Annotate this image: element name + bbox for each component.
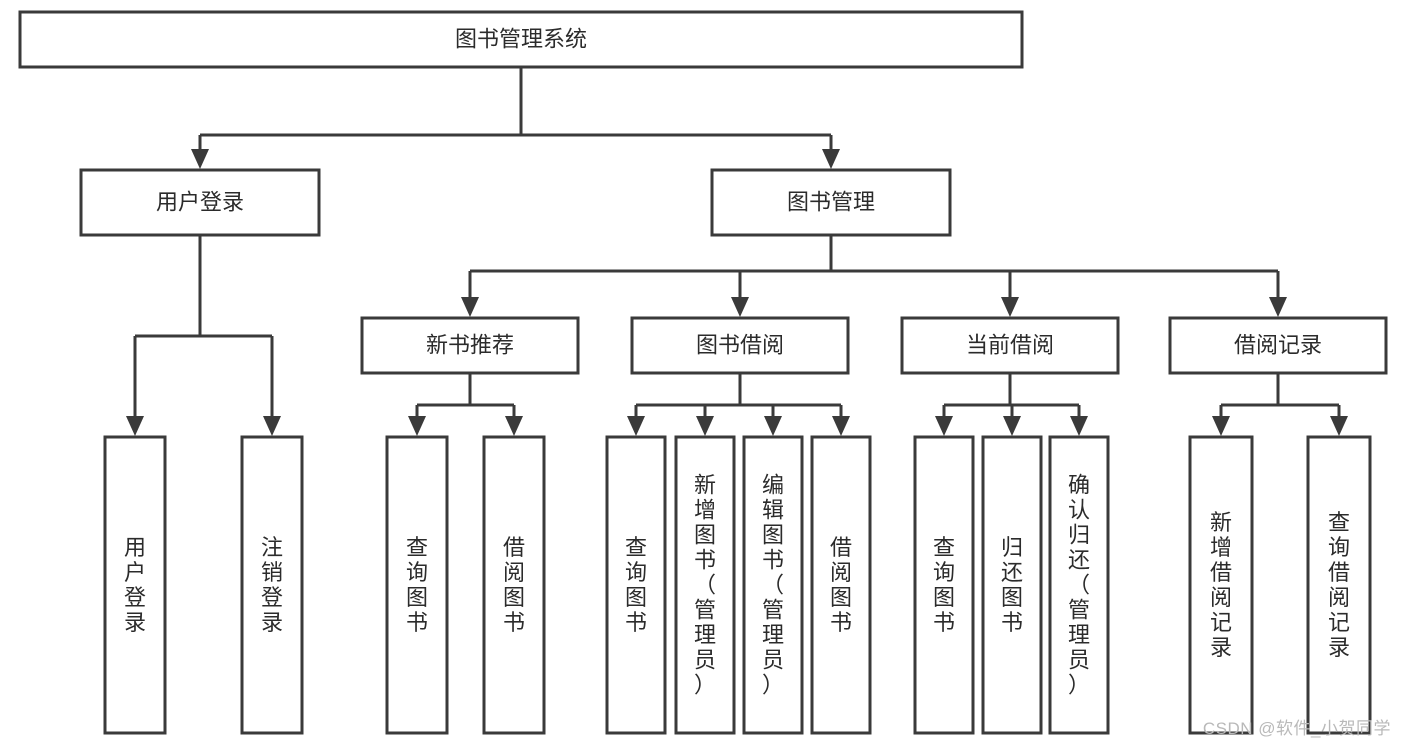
node-leaf_10[interactable]: 确认归还（管理员） [1048, 435, 1110, 735]
node-label: 查询图书 [933, 535, 955, 635]
arrow-head-icon [1001, 297, 1019, 317]
arrow-head-icon [191, 149, 209, 169]
arrow-head-icon [627, 416, 645, 436]
node-leaf_9[interactable]: 归还图书 [981, 435, 1043, 735]
connector-group [461, 235, 1287, 317]
node-label: 查询图书 [406, 535, 428, 635]
node-box[interactable] [710, 168, 952, 237]
node-box[interactable] [810, 435, 872, 735]
node-leaf_0[interactable]: 用户登录 [103, 435, 167, 735]
arrow-head-icon [1269, 297, 1287, 317]
node-box[interactable] [79, 168, 321, 237]
connector-layer [126, 67, 1348, 436]
node-l2_1[interactable]: 图书借阅 [630, 316, 850, 375]
node-label: 新增借阅记录 [1210, 510, 1232, 660]
node-label: 查询借阅记录 [1328, 510, 1350, 660]
node-label: 用户登录 [124, 535, 146, 635]
arrow-head-icon [696, 416, 714, 436]
node-leaf_11[interactable]: 新增借阅记录 [1188, 435, 1254, 735]
arrow-head-icon [935, 416, 953, 436]
node-box[interactable] [18, 10, 1024, 69]
node-leaf_7[interactable]: 借阅图书 [810, 435, 872, 735]
arrow-head-icon [1330, 416, 1348, 436]
node-label: 新增图书（管理员） [694, 473, 716, 698]
node-l2_0[interactable]: 新书推荐 [360, 316, 580, 375]
node-label: 图书管理系统 [455, 26, 587, 51]
node-label: 编辑图书（管理员） [762, 473, 784, 698]
arrow-head-icon [764, 416, 782, 436]
connector-group [191, 67, 840, 169]
connector-group [408, 373, 523, 436]
node-label: 确认归还（管理员） [1068, 473, 1090, 698]
node-label: 图书借阅 [696, 332, 784, 357]
node-label: 当前借阅 [966, 332, 1054, 357]
connector-group [1212, 373, 1348, 436]
node-box[interactable] [913, 435, 975, 735]
node-box[interactable] [385, 435, 449, 735]
node-box[interactable] [1048, 435, 1110, 735]
node-leaf_3[interactable]: 借阅图书 [482, 435, 546, 735]
arrow-head-icon [832, 416, 850, 436]
arrow-head-icon [822, 149, 840, 169]
node-box[interactable] [103, 435, 167, 735]
node-leaf_12[interactable]: 查询借阅记录 [1306, 435, 1372, 735]
watermark-text: CSDN @软件_小贺同学 [1202, 719, 1391, 738]
node-leaf_4[interactable]: 查询图书 [605, 435, 667, 735]
node-leaf_1[interactable]: 注销登录 [240, 435, 304, 735]
connector-group [627, 373, 850, 436]
node-l2_2[interactable]: 当前借阅 [900, 316, 1120, 375]
node-l1_1[interactable]: 图书管理 [710, 168, 952, 237]
node-box[interactable] [981, 435, 1043, 735]
node-label: 借阅图书 [830, 535, 852, 635]
node-leaf_8[interactable]: 查询图书 [913, 435, 975, 735]
node-box[interactable] [1188, 435, 1254, 735]
node-leaf_5[interactable]: 新增图书（管理员） [674, 435, 736, 735]
arrow-head-icon [731, 297, 749, 317]
node-box[interactable] [240, 435, 304, 735]
arrow-head-icon [461, 297, 479, 317]
node-box[interactable] [1306, 435, 1372, 735]
node-root[interactable]: 图书管理系统 [18, 10, 1024, 69]
arrow-head-icon [505, 416, 523, 436]
arrow-head-icon [263, 416, 281, 436]
arrow-head-icon [1212, 416, 1230, 436]
node-box[interactable] [1168, 316, 1388, 375]
connector-group [935, 373, 1088, 436]
node-label: 新书推荐 [426, 332, 514, 357]
node-label: 查询图书 [625, 535, 647, 635]
node-layer: 图书管理系统用户登录图书管理新书推荐图书借阅当前借阅借阅记录用户登录注销登录查询… [18, 10, 1388, 735]
arrow-head-icon [408, 416, 426, 436]
node-box[interactable] [360, 316, 580, 375]
arrow-head-icon [1070, 416, 1088, 436]
node-label: 归还图书 [1001, 535, 1023, 635]
node-label: 借阅图书 [503, 535, 525, 635]
node-box[interactable] [900, 316, 1120, 375]
node-box[interactable] [674, 435, 736, 735]
node-label: 注销登录 [261, 535, 283, 635]
node-label: 用户登录 [156, 189, 244, 214]
node-label: 图书管理 [787, 189, 875, 214]
node-l2_3[interactable]: 借阅记录 [1168, 316, 1388, 375]
node-label: 借阅记录 [1234, 332, 1322, 357]
node-box[interactable] [605, 435, 667, 735]
node-box[interactable] [482, 435, 546, 735]
node-box[interactable] [630, 316, 850, 375]
arrow-head-icon [126, 416, 144, 436]
connector-group [126, 235, 281, 436]
node-leaf_6[interactable]: 编辑图书（管理员） [742, 435, 804, 735]
node-l1_0[interactable]: 用户登录 [79, 168, 321, 237]
node-leaf_2[interactable]: 查询图书 [385, 435, 449, 735]
node-box[interactable] [742, 435, 804, 735]
arrow-head-icon [1003, 416, 1021, 436]
